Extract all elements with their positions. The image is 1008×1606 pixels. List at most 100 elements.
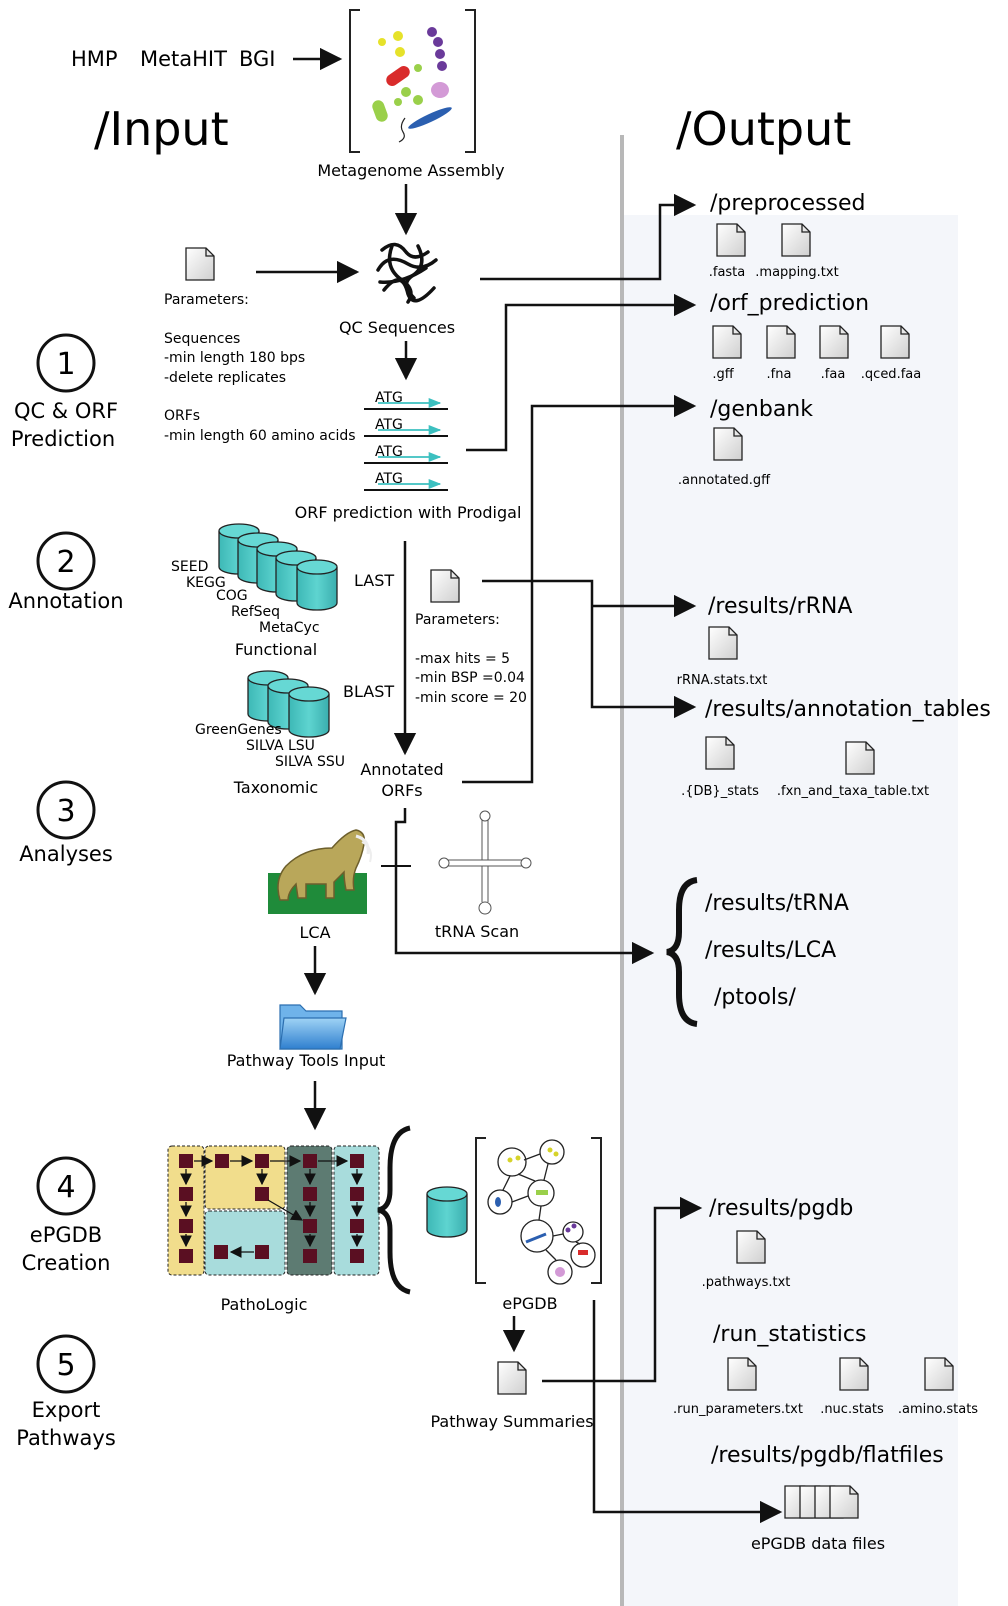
out-pgdb-file-1: .pathways.txt bbox=[702, 1275, 791, 1290]
taxonomic-db-greengenes: GreenGenes bbox=[195, 722, 282, 738]
out-run-file-1: .run_parameters.txt bbox=[673, 1402, 803, 1417]
out-genbank-dir: /genbank bbox=[710, 397, 813, 422]
orf-atg-icon bbox=[364, 397, 448, 491]
stage-4-number: 4 bbox=[56, 1170, 75, 1205]
qc-params-line-1: Sequences bbox=[164, 331, 240, 347]
functional-db-refseq: RefSeq bbox=[231, 604, 280, 620]
taxonomic-db-silva-ssu: SILVA SSU bbox=[275, 754, 345, 770]
annotation-parameters-doc-icon bbox=[430, 569, 460, 603]
epgdb-label: ePGDB bbox=[502, 1294, 557, 1313]
source-metahit: MetaHIT bbox=[140, 47, 227, 71]
stage-1-title-line2: Prediction bbox=[11, 427, 115, 451]
atg-label-2: ATG bbox=[375, 417, 403, 433]
taxonomic-label: Taxonomic bbox=[233, 778, 318, 797]
out-orf-dir: /orf_prediction bbox=[710, 291, 869, 316]
stage-1-number: 1 bbox=[56, 347, 75, 382]
epgdb-data-files-doc-icon bbox=[784, 1485, 859, 1519]
qc-params-heading: Parameters: bbox=[164, 292, 249, 308]
out-pathways-doc-icon bbox=[736, 1230, 766, 1264]
out-rrna-file-1: rRNA.stats.txt bbox=[677, 673, 768, 688]
out-orf-file-1: .gff bbox=[712, 367, 734, 382]
input-header: /Input bbox=[94, 102, 229, 156]
functional-db-cog: COG bbox=[216, 588, 248, 604]
stage-5-number: 5 bbox=[56, 1348, 75, 1383]
output-header: /Output bbox=[676, 102, 851, 156]
out-fxn-table-doc-icon bbox=[845, 741, 875, 775]
orf-prediction-label: ORF prediction with Prodigal bbox=[295, 503, 522, 522]
analyses-output-brace bbox=[666, 877, 698, 1027]
functional-label: Functional bbox=[235, 640, 317, 659]
atg-label-3: ATG bbox=[375, 444, 403, 460]
functional-db-seed: SEED bbox=[171, 559, 208, 575]
out-pgdb-dir: /results/pgdb bbox=[709, 1196, 853, 1221]
pathologic-grid-icon bbox=[167, 1145, 380, 1276]
out-preprocessed-file-2: .mapping.txt bbox=[755, 265, 838, 280]
out-annotated-gff-doc-icon bbox=[713, 427, 743, 461]
lca-mammoth-icon bbox=[268, 829, 372, 914]
stage-2-title: Annotation bbox=[8, 589, 123, 613]
out-run-file-3: .amino.stats bbox=[898, 1402, 978, 1417]
stage-3-number: 3 bbox=[56, 794, 75, 829]
out-annotation-file-1: .{DB}_stats bbox=[681, 784, 759, 799]
trna-scan-label: tRNA Scan bbox=[435, 922, 519, 941]
epgdb-db-icon bbox=[426, 1186, 468, 1238]
out-rrna-stats-doc-icon bbox=[708, 626, 738, 660]
out-db-stats-doc-icon bbox=[705, 736, 735, 770]
stage-4-title-line1: ePGDB bbox=[30, 1223, 102, 1247]
qc-params-line-5: -min length 60 amino acids bbox=[164, 428, 356, 444]
out-preprocessed-dir: /preprocessed bbox=[710, 191, 866, 216]
epgdb-network-icon bbox=[475, 1137, 602, 1285]
epgdb-data-files-label: ePGDB data files bbox=[751, 1534, 885, 1553]
stage-2: 2 Annotation bbox=[8, 531, 124, 613]
stage-1: 1 QC & ORF Prediction bbox=[11, 333, 118, 451]
out-orf-file-3: .faa bbox=[821, 367, 846, 382]
stage-5-title-line1: Export bbox=[32, 1398, 101, 1422]
source-bgi: BGI bbox=[239, 47, 276, 71]
annotation-params-line-2: -min BSP =0.04 bbox=[415, 670, 525, 686]
out-fasta-doc-icon bbox=[716, 223, 746, 257]
out-annotation-file-2: .fxn_and_taxa_table.txt bbox=[777, 784, 929, 799]
source-hmp: HMP bbox=[71, 47, 118, 71]
out-genbank-file-1: .annotated.gff bbox=[678, 473, 771, 488]
out-faa-doc-icon bbox=[819, 325, 849, 359]
stage-3: 3 Analyses bbox=[19, 780, 113, 866]
qc-params-line-2: -min length 180 bps bbox=[164, 350, 305, 366]
out-orf-file-4: .qced.faa bbox=[861, 367, 921, 382]
stage-4: 4 ePGDB Creation bbox=[22, 1156, 110, 1275]
taxonomic-db-silva-lsu: SILVA LSU bbox=[246, 738, 315, 754]
pathway-tools-input-label: Pathway Tools Input bbox=[227, 1051, 386, 1070]
functional-db-metacyc: MetaCyc bbox=[259, 620, 320, 636]
folder-icon bbox=[279, 1004, 347, 1050]
out-amino-stats-doc-icon bbox=[924, 1357, 954, 1391]
functional-db-kegg: KEGG bbox=[186, 575, 226, 591]
last-label: LAST bbox=[354, 571, 394, 590]
out-flatfiles-dir: /results/pgdb/flatfiles bbox=[711, 1443, 944, 1468]
out-ptools-dir: /ptools/ bbox=[714, 985, 796, 1010]
lca-label: LCA bbox=[299, 923, 330, 942]
divider-line bbox=[620, 135, 624, 1606]
annotated-orfs-line2: ORFs bbox=[381, 781, 422, 800]
atg-label-1: ATG bbox=[375, 390, 403, 406]
stage-5: 5 Export Pathways bbox=[16, 1334, 116, 1450]
trna-structure-icon bbox=[438, 810, 532, 915]
metagenome-assembly-icon bbox=[349, 9, 476, 153]
out-run-file-2: .nuc.stats bbox=[820, 1402, 884, 1417]
qc-parameters-doc-icon bbox=[185, 247, 215, 281]
out-mapping-doc-icon bbox=[781, 223, 811, 257]
annotation-params-line-1: -max hits = 5 bbox=[415, 651, 510, 667]
out-lca-dir: /results/LCA bbox=[705, 938, 836, 963]
out-rrna-dir: /results/rRNA bbox=[708, 594, 852, 619]
out-preprocessed-file-1: .fasta bbox=[709, 265, 746, 280]
blast-label: BLAST bbox=[343, 682, 394, 701]
annotated-orfs-line1: Annotated bbox=[360, 760, 443, 779]
pathologic-label: PathoLogic bbox=[221, 1295, 308, 1314]
stage-3-title: Analyses bbox=[19, 842, 113, 866]
pathway-summaries-doc-icon bbox=[497, 1361, 527, 1395]
metagenome-assembly-label: Metagenome Assembly bbox=[317, 161, 504, 180]
out-orf-file-2: .fna bbox=[767, 367, 792, 382]
stage-1-title-line1: QC & ORF bbox=[14, 399, 118, 423]
stage-2-number: 2 bbox=[56, 545, 75, 580]
qc-params-line-4: ORFs bbox=[164, 408, 200, 424]
out-annotation-tables-dir: /results/annotation_tables bbox=[705, 697, 991, 722]
out-nuc-stats-doc-icon bbox=[839, 1357, 869, 1391]
